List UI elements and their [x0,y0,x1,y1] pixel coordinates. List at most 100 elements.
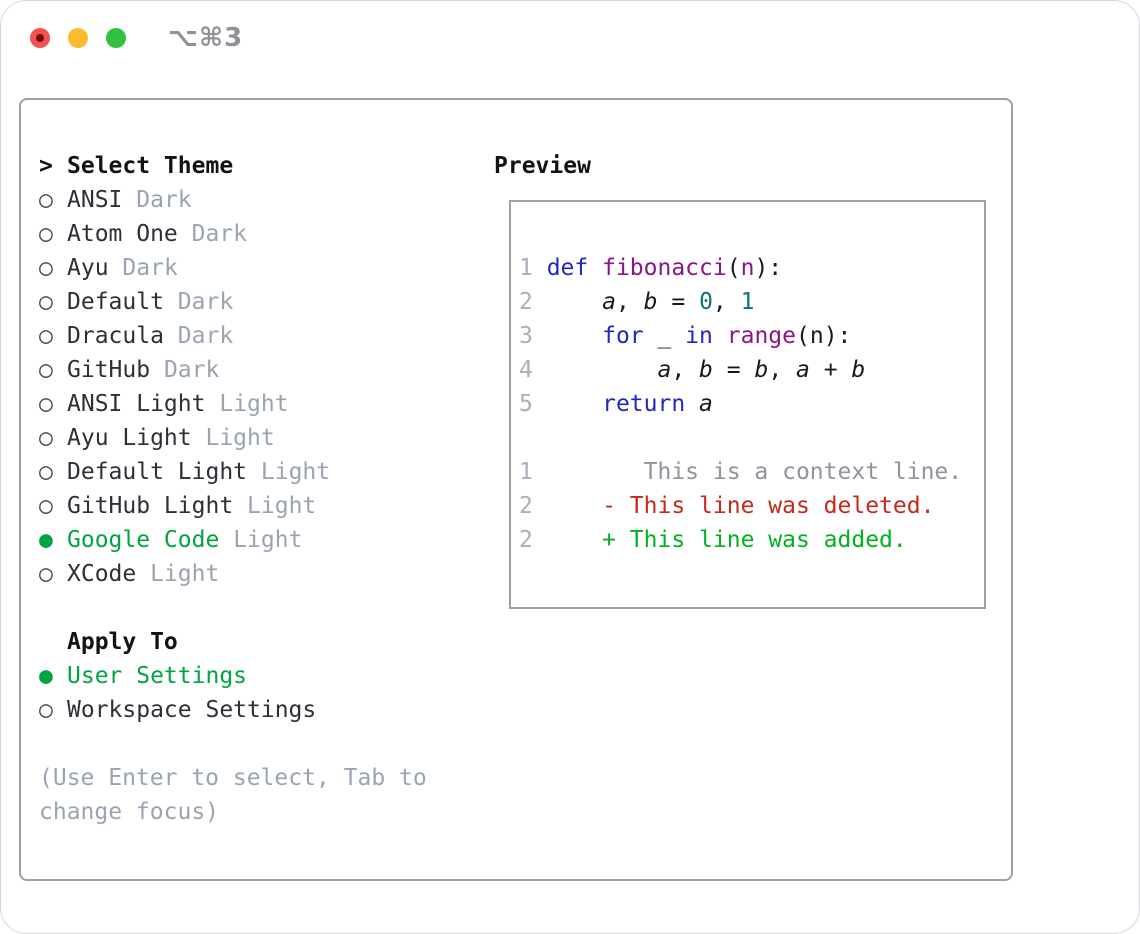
code-token: 3 [519,323,547,349]
code-token: , [768,357,797,383]
theme-option-ansi[interactable]: ○ANSI Dark [39,183,330,217]
code-token: a [699,391,713,417]
maximize-button[interactable] [106,28,126,48]
code-token: for [602,323,644,349]
code-token: a [602,289,616,315]
apply-to-list: ●User Settings ○ Workspace Settings [39,659,316,727]
code-token: 2 [519,493,533,519]
apply-option-workspace-settings[interactable]: ○ Workspace Settings [39,693,316,727]
code-token: a [796,357,810,383]
theme-option-atom-one[interactable]: ○Atom One Dark [39,217,330,251]
code-token: + [809,357,852,383]
theme-variant-label: Light [260,459,331,485]
apply-to-label: Apply To [67,629,178,655]
theme-option-github-light[interactable]: ○GitHub Light Light [39,489,330,523]
radio-unselected-icon: ○ [39,357,53,383]
code-line [519,421,984,455]
code-token: _ [643,323,686,349]
code-token [547,391,602,417]
code-token [713,323,727,349]
theme-list: >Select Theme○ANSI Dark○Atom One Dark○Ay… [39,149,330,591]
titlebar: ⌥⌘3 [1,1,1139,71]
theme-name-label: ANSI Light [67,391,206,417]
radio-selected-icon: ● [39,527,53,553]
code-token: range [726,323,796,349]
theme-name-label: Dracula [67,323,164,349]
code-token: ): [754,255,783,281]
theme-list-title: Select Theme [67,153,234,179]
theme-option-google-code[interactable]: ● Google Code Light [39,523,330,557]
theme-name-label: Google Code [67,527,220,553]
apply-option-user-settings[interactable]: ●User Settings [39,659,316,693]
code-token: 1 [740,289,755,315]
theme-name-label: GitHub Light [67,493,234,519]
code-token: b [754,357,769,383]
theme-variant-label: Light [233,527,303,553]
radio-selected-icon: ● [39,663,53,689]
theme-option-ansi-light[interactable]: ○ANSI Light Light [39,387,330,421]
theme-name-label: GitHub [67,357,151,383]
theme-option-github[interactable]: ○ GitHub Dark [39,353,330,387]
code-token: n [740,255,755,281]
code-line: 2 - This line was deleted. [519,489,984,523]
code-token: , [712,289,741,315]
code-token [547,357,658,383]
code-token: in [685,323,713,349]
code-token: = [712,357,755,383]
radio-unselected-icon: ○ [39,493,53,519]
theme-variant-label: Dark [122,255,178,281]
theme-option-default[interactable]: ○Default Dark [39,285,330,319]
radio-unselected-icon: ○ [39,289,53,315]
radio-unselected-icon: ○ [39,459,53,485]
theme-variant-label: Dark [191,221,248,247]
radio-unselected-icon: ○ [39,221,53,247]
code-token: 0 [699,289,713,315]
code-token: b [643,289,658,315]
code-token: 2 [519,289,547,315]
theme-name-label: Default [67,289,164,315]
close-button[interactable] [30,28,50,48]
code-token: fibonacci [602,255,727,281]
theme-option-default-light[interactable]: ○Default Light Light [39,455,330,489]
code-token [547,289,602,315]
code-token: 5 [519,391,547,417]
radio-unselected-icon: ○ [39,425,53,451]
code-line: 1 def fibonacci(n): [519,251,984,285]
code-line: 2 + This line was added. [519,523,984,557]
code-token: 2 [519,527,533,553]
theme-name-label: Ayu [67,255,109,281]
theme-list-header: > Select Theme [39,149,330,183]
minimize-button[interactable] [68,28,88,48]
prompt-icon: > [39,153,53,179]
radio-unselected-icon: ○ [39,391,53,417]
code-token: 1 [519,459,533,485]
theme-option-dracula[interactable]: ○Dracula Dark [39,319,330,353]
code-token: , [671,357,700,383]
theme-option-xcode[interactable]: ○XCode Light [39,557,330,591]
theme-option-ayu-light[interactable]: ○ Ayu Light Light [39,421,330,455]
code-line: 2 a, b = 0, 1 [519,285,984,319]
radio-unselected-icon: ○ [39,697,53,723]
theme-variant-label: Light [205,425,275,451]
code-token [533,493,602,519]
theme-name-label: Ayu Light [67,425,192,451]
apply-option-label: Workspace Settings [67,697,317,723]
theme-name-label: XCode [67,561,137,587]
theme-option-ayu[interactable]: ○Ayu Dark [39,251,330,285]
theme-variant-label: Dark [163,357,220,383]
theme-variant-label: Dark [177,323,234,349]
code-token: 1 [519,255,547,281]
apply-to-section: Apply To ●User Settings ○ Workspace Settin… [39,625,316,727]
code-line: 3 for _ in range(n): [519,319,984,353]
code-token: = [657,289,700,315]
code-token: (n): [796,323,852,349]
code-token: This is a context line. [643,459,963,485]
preview-title: Preview [494,153,591,179]
theme-name-label: ANSI [67,187,123,213]
code-token [533,527,602,553]
theme-variant-label: Light [150,561,220,587]
code-token [547,323,602,349]
